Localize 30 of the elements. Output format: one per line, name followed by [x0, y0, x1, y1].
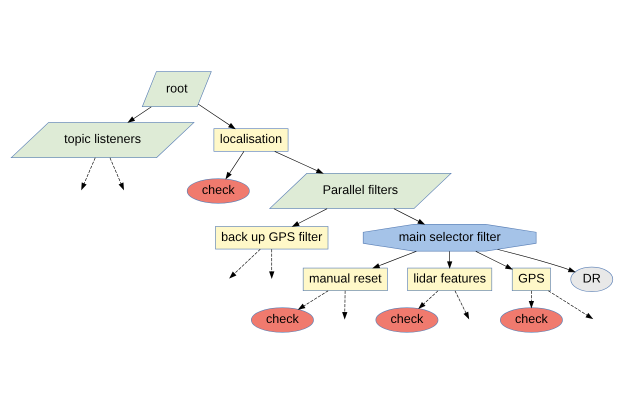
arrow	[269, 248, 274, 278]
node-ellipse: check	[375, 306, 438, 332]
node-ellipse: check	[186, 178, 250, 204]
node-box: back up GPS filter	[215, 226, 328, 249]
arrow	[372, 250, 417, 268]
node-ellipse: DR	[570, 266, 614, 292]
node-box: GPS	[512, 267, 551, 291]
arrow	[475, 250, 513, 270]
arrow	[225, 150, 244, 180]
arrow	[454, 290, 470, 320]
arrow	[394, 208, 426, 224]
arrow	[418, 290, 438, 309]
arrow	[198, 103, 236, 129]
node-box: lidar features	[407, 267, 492, 291]
arrow	[292, 208, 328, 226]
arrow	[110, 156, 124, 190]
node-box: manual reset	[302, 267, 388, 291]
arrow	[229, 248, 261, 278]
node-ellipse: check	[251, 306, 314, 332]
arrow	[342, 290, 348, 320]
arrow	[127, 106, 152, 122]
node-ellipse: check	[500, 306, 563, 332]
arrow	[497, 248, 576, 272]
node-box: localisation	[214, 128, 288, 152]
arrow	[548, 290, 594, 319]
arrow	[81, 156, 96, 190]
arrow	[274, 150, 324, 174]
arrow	[528, 290, 534, 308]
arrow	[298, 290, 328, 310]
arrow	[447, 250, 452, 268]
